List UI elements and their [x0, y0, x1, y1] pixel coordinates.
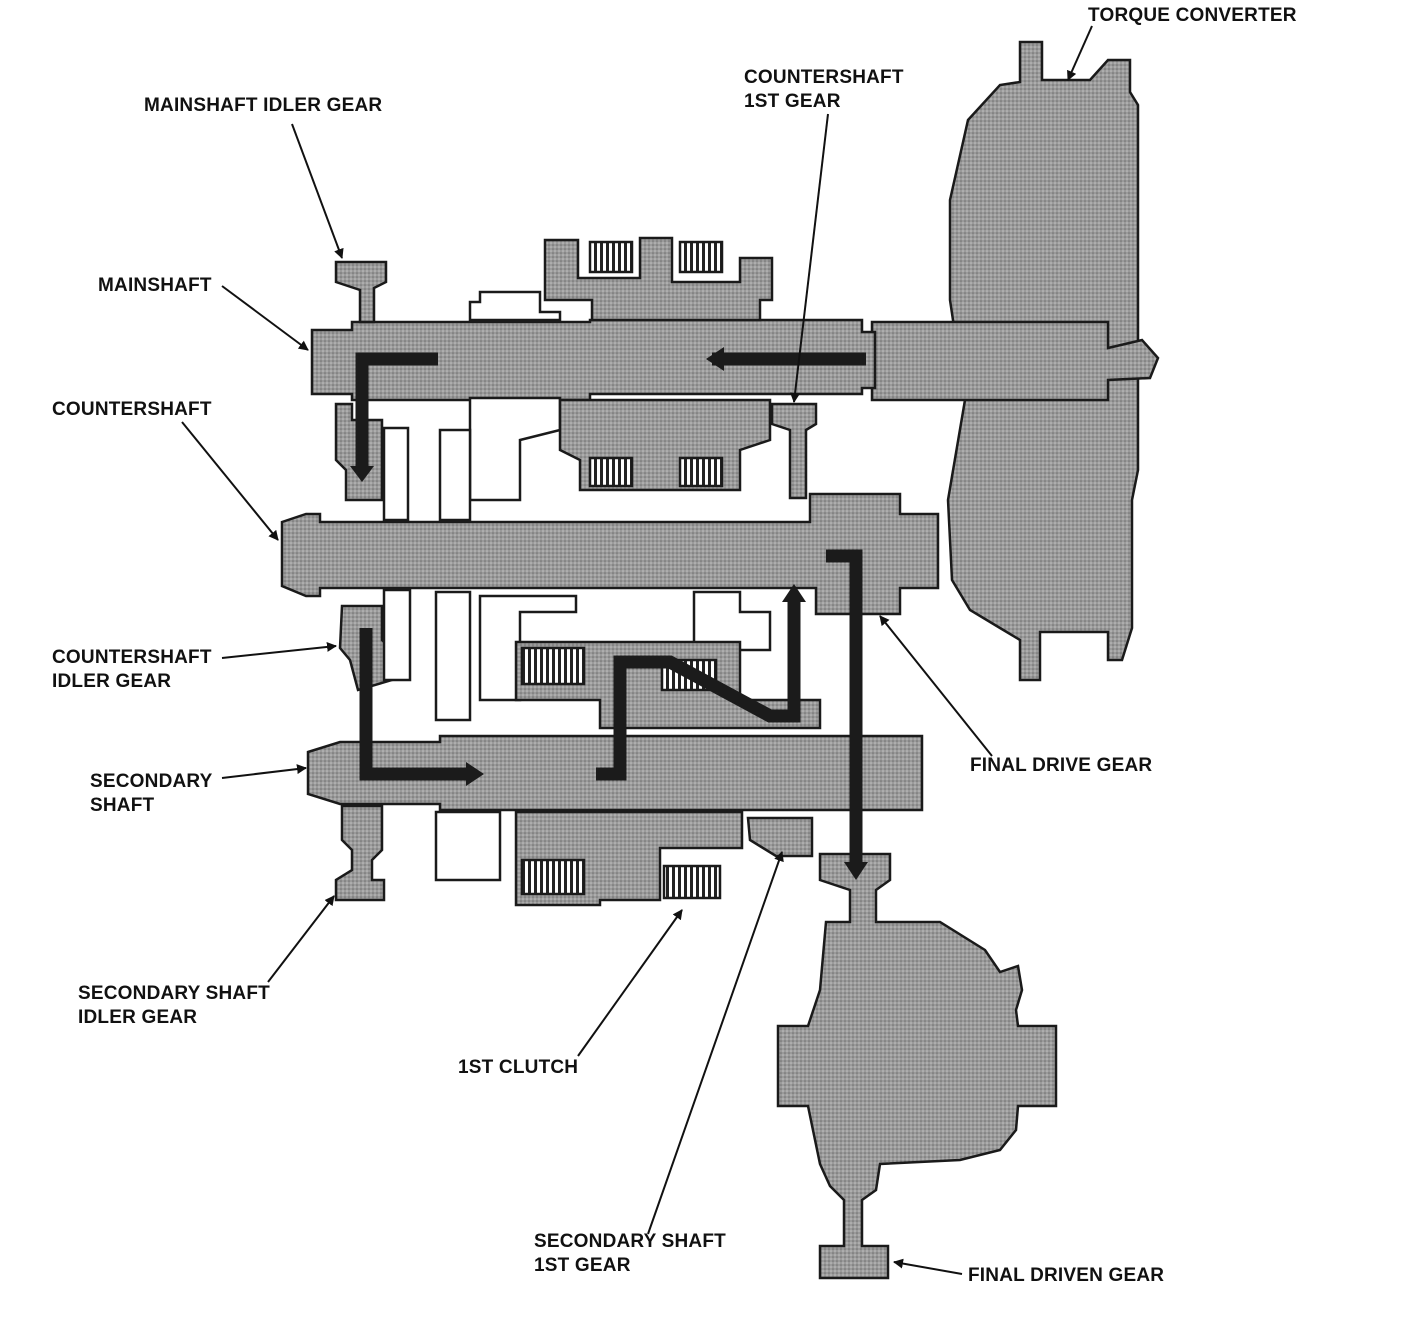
- countershaft-1st-gear: [770, 402, 818, 500]
- leader-secondary-shaft-idler-gear: [267, 895, 335, 983]
- label-secondary-shaft-line1: SECONDARY: [90, 771, 213, 792]
- leader-secondary-shaft-1st-gear: [647, 851, 784, 1235]
- flow-segment-main-idler: [355, 352, 438, 470]
- mainshaft-idler-gear: [334, 260, 388, 324]
- flow-segment-secondary: [359, 628, 470, 781]
- leader-lines: [181, 25, 1093, 1275]
- leader-countershaft-1st-gear: [790, 113, 829, 403]
- final-driven-gear: [776, 852, 1058, 1280]
- leader-secondary-shaft: [221, 764, 307, 779]
- secondary-shaft-lower-gears: [434, 810, 814, 907]
- leader-mainshaft: [221, 285, 309, 351]
- label-torque-converter: TORQUE CONVERTER: [1088, 5, 1297, 26]
- leader-countershaft-idler-gear: [221, 641, 337, 659]
- flow-arrowhead-down-1: [350, 466, 374, 482]
- leader-mainshaft-idler-gear: [291, 123, 344, 259]
- secondary-shaft-idler-gear: [334, 804, 386, 902]
- label-final-driven-gear: FINAL DRIVEN GEAR: [968, 1265, 1165, 1286]
- label-secondary-shaft-1st-gear-line1: SECONDARY SHAFT: [534, 1231, 726, 1252]
- label-mainshaft-idler-gear: MAINSHAFT IDLER GEAR: [144, 95, 383, 116]
- flow-segment-final: [826, 549, 863, 866]
- flow-arrowhead-down-2: [844, 862, 868, 880]
- mainshaft-gear-cluster: [468, 236, 774, 502]
- countershaft: [280, 492, 940, 616]
- label-countershaft-1st-gear-line2: 1ST GEAR: [744, 91, 841, 112]
- leader-torque-converter: [1067, 25, 1093, 81]
- label-countershaft-idler-gear-line1: COUNTERSHAFT: [52, 647, 212, 668]
- mainshaft: [310, 318, 877, 402]
- torque-converter: [870, 40, 1160, 682]
- flow-arrowhead-input: [706, 347, 724, 371]
- leader-final-driven-gear: [893, 1258, 963, 1275]
- power-flow-path: [350, 347, 868, 880]
- leader-1st-clutch: [577, 909, 683, 1057]
- label-mainshaft: MAINSHAFT: [98, 275, 212, 296]
- leader-countershaft: [181, 421, 279, 541]
- label-secondary-shaft-1st-gear-line2: 1ST GEAR: [534, 1255, 631, 1276]
- flow-arrowhead-up: [782, 584, 806, 602]
- leader-final-drive-gear: [879, 615, 993, 757]
- countershaft-hub-parts: [382, 426, 772, 722]
- label-1st-clutch: 1ST CLUTCH: [458, 1057, 579, 1078]
- label-secondary-shaft-idler-gear-line1: SECONDARY SHAFT: [78, 983, 270, 1004]
- label-final-drive-gear: FINAL DRIVE GEAR: [970, 755, 1153, 776]
- label-secondary-shaft-idler-gear-line2: IDLER GEAR: [78, 1007, 198, 1028]
- flow-arrowhead-right: [466, 762, 484, 786]
- flow-segment-clutch: [596, 598, 801, 781]
- label-countershaft: COUNTERSHAFT: [52, 399, 212, 420]
- label-secondary-shaft-line2: SHAFT: [90, 795, 155, 816]
- label-countershaft-idler-gear-line2: IDLER GEAR: [52, 671, 172, 692]
- label-countershaft-1st-gear-line1: COUNTERSHAFT: [744, 67, 904, 88]
